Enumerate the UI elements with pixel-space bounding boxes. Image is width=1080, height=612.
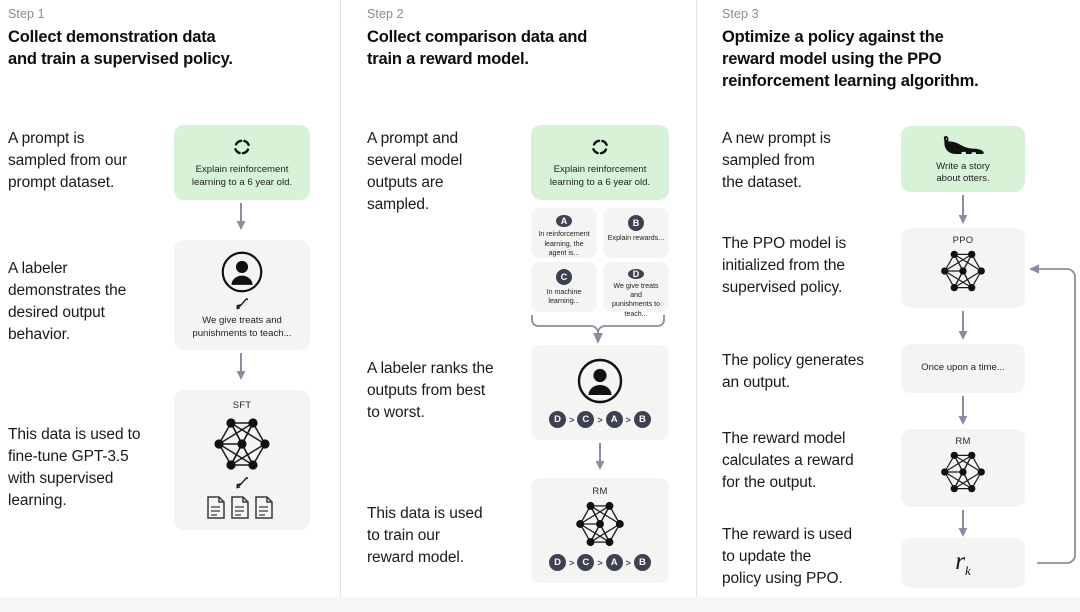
- step-3-output-card[interactable]: Once upon a time...: [901, 344, 1025, 393]
- documents-icon: [206, 495, 278, 521]
- rm-rank-sep-3: >: [625, 557, 631, 568]
- step-1-description-2: A labeler demonstrates the desired outpu…: [8, 260, 127, 343]
- reward-symbol-subscript: k: [964, 562, 971, 578]
- output-text-c: In machine learning...: [546, 288, 582, 306]
- labeler-person-icon: [576, 357, 624, 405]
- step-2-description-2: A labeler ranks the outputs from best to…: [367, 360, 494, 421]
- rank-pill-2: C: [577, 411, 595, 428]
- merge-brace-connector: [531, 315, 665, 344]
- step-2-prompt-text: Explain reinforcement learning to a 6 ye…: [549, 164, 651, 188]
- step-2-rm-card[interactable]: RM: [531, 478, 669, 583]
- step-2-rm-ranking-row: D > C > A > B: [549, 554, 651, 571]
- rank-pill-3: A: [605, 411, 623, 428]
- step-1-description-1: A prompt is sampled from our prompt data…: [8, 130, 128, 191]
- step-3-ppo-caption: PPO: [952, 235, 974, 246]
- step-1-column: Step 1 Collect demonstration data and tr…: [0, 0, 340, 612]
- arrow-down-1a: [236, 203, 246, 230]
- step-2-label: Step 2: [367, 7, 404, 21]
- rm-rank-sep-1: >: [569, 557, 575, 568]
- step-3-output-text: Once upon a time...: [921, 362, 1005, 374]
- neural-net-icon: [563, 499, 637, 549]
- neural-net-icon: [929, 248, 997, 294]
- otter-icon: [940, 133, 986, 157]
- output-text-d: We give treats and punishments to teach.…: [611, 282, 661, 318]
- reward-symbol: rk: [955, 548, 971, 579]
- step-2-rm-caption: RM: [592, 486, 608, 497]
- step-2-description-3: This data is used to train our reward mo…: [367, 505, 483, 566]
- pencil-icon: [234, 296, 250, 312]
- rm-rank-sep-2: >: [597, 557, 603, 568]
- arrow-down-3b: [958, 311, 968, 340]
- footer-band: [0, 597, 1080, 612]
- step-1-labeler-text: We give treats and punishments to teach.…: [192, 315, 292, 339]
- output-text-a: In reinforcement learning, the agent is.…: [538, 230, 590, 257]
- step-2-prompt-card[interactable]: Explain reinforcement learning to a 6 ye…: [531, 125, 669, 200]
- output-badge-c: C: [556, 269, 572, 285]
- step-3-prompt-text: Write a story about otters.: [936, 160, 990, 185]
- rm-rank-pill-2: C: [577, 554, 595, 571]
- step-2-output-a[interactable]: A In reinforcement learning, the agent i…: [531, 208, 597, 258]
- step-3-description-3: The policy generates an output.: [722, 352, 864, 391]
- arrow-down-1b: [236, 353, 246, 380]
- step-3-description-1: A new prompt is sampled from the dataset…: [722, 130, 831, 191]
- refresh-loop-icon: [589, 136, 611, 158]
- rank-pill-1: D: [549, 411, 567, 428]
- step-3-title: Optimize a policy against the reward mod…: [722, 28, 979, 90]
- step-2-output-b[interactable]: B Explain rewards...: [603, 208, 669, 258]
- step-1-prompt-card[interactable]: Explain reinforcement learning to a 6 ye…: [174, 125, 310, 200]
- step-1-sft-card[interactable]: SFT: [174, 390, 310, 530]
- step-2-output-c[interactable]: C In machine learning...: [531, 262, 597, 312]
- step-2-description-1: A prompt and several model outputs are s…: [367, 130, 463, 213]
- step-3-reward-card[interactable]: rk: [901, 538, 1025, 588]
- step-3-rm-caption: RM: [955, 436, 971, 447]
- step-1-labeler-card[interactable]: We give treats and punishments to teach.…: [174, 240, 310, 350]
- step-3-description-2: The PPO model is initialized from the su…: [722, 235, 847, 296]
- step-3-description-4: The reward model calculates a reward for…: [722, 430, 854, 491]
- step-3-description-5: The reward is used to update the policy …: [722, 526, 853, 587]
- step-1-sft-caption: SFT: [232, 400, 252, 411]
- arrow-down-2a: [595, 443, 605, 470]
- output-badge-a: A: [556, 215, 572, 228]
- step-2-ranking-row: D > C > A > B: [549, 411, 651, 428]
- labeler-person-icon: [220, 250, 264, 294]
- step-3-label: Step 3: [722, 7, 759, 21]
- step-1-description-3: This data is used to fine-tune GPT-3.5 w…: [8, 426, 141, 509]
- neural-net-icon: [929, 449, 997, 495]
- step-3-rm-card[interactable]: RM: [901, 429, 1025, 507]
- rm-rank-pill-4: B: [633, 554, 651, 571]
- step-3-prompt-card[interactable]: Write a story about otters.: [901, 126, 1025, 192]
- step-3-column: Step 3 Optimize a policy against the rew…: [697, 0, 1080, 612]
- step-2-output-d[interactable]: D We give treats and punishments to teac…: [603, 262, 669, 318]
- arrow-down-3a: [958, 195, 968, 224]
- neural-net-icon: [205, 415, 279, 473]
- step-1-prompt-text: Explain reinforcement learning to a 6 ye…: [191, 164, 293, 188]
- step-3-ppo-card[interactable]: PPO: [901, 228, 1025, 308]
- step-1-title: Collect demonstration data and train a s…: [8, 28, 233, 68]
- rank-sep-1: >: [569, 414, 575, 425]
- output-badge-d: D: [628, 269, 644, 279]
- feedback-loop-arrow: [1029, 264, 1076, 564]
- rank-sep-3: >: [625, 414, 631, 425]
- column-divider-1: [340, 0, 341, 597]
- output-text-b: Explain rewards...: [607, 234, 665, 242]
- step-2-title: Collect comparison data and train a rewa…: [367, 28, 588, 68]
- arrow-down-3d: [958, 510, 968, 537]
- pencil-icon: [234, 475, 250, 491]
- step-2-rank-card[interactable]: D > C > A > B: [531, 345, 669, 440]
- reward-symbol-base: r: [955, 547, 965, 575]
- rm-rank-pill-3: A: [605, 554, 623, 571]
- rm-rank-pill-1: D: [549, 554, 567, 571]
- rank-pill-4: B: [633, 411, 651, 428]
- output-badge-b: B: [628, 215, 644, 231]
- column-divider-2: [696, 0, 697, 597]
- rank-sep-2: >: [597, 414, 603, 425]
- step-2-column: Step 2 Collect comparison data and train…: [341, 0, 696, 612]
- refresh-loop-icon: [231, 136, 253, 158]
- arrow-down-3c: [958, 396, 968, 425]
- step-1-label: Step 1: [8, 7, 45, 21]
